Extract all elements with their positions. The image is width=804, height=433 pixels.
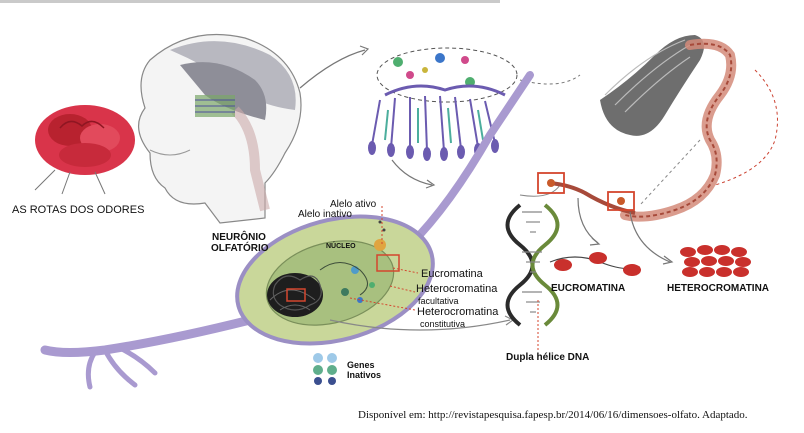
source-box [355, 406, 798, 428]
arrow-receptors-to-neuron [391, 159, 433, 186]
arrow-to-heterochromatin [629, 211, 671, 263]
facultative-word-label: facultativa [418, 296, 459, 306]
olfactory-neuron-label-line2: OLFATÓRIO [211, 243, 269, 254]
inactive-genes-label-line1: Genes [347, 360, 375, 370]
odor-routes-label: AS ROTAS DOS ODORES [12, 204, 145, 216]
inactive-genes-label-line2: Inativos [347, 370, 382, 380]
heterochromatin-beads [680, 245, 751, 277]
receptor-neurons-cluster [368, 47, 581, 161]
nucleus-label: NÚCLEO [326, 243, 356, 250]
heterochromatin-label: HETEROCROMATINA [667, 283, 770, 294]
constitutive-heterochromatin-label: Heterocromatina [417, 306, 499, 318]
source-credit: Disponível em: http://revistapesquisa.fa… [358, 409, 748, 421]
arrow-nucleus-to-dna [329, 319, 511, 331]
chromatin-fiber [537, 35, 778, 222]
inactive-genes-legend [313, 353, 337, 385]
euchromatin-small-label: Eucromatina [421, 268, 483, 280]
facultative-heterochromatin-label: Heterocromatina [416, 283, 498, 295]
olfactory-neuron-label-line1: NEURÔNIO [212, 232, 266, 243]
active-allele-label: Alelo ativo [330, 199, 377, 210]
inactive-allele-label: Alelo inativo [298, 209, 352, 220]
euchromatin-beads [549, 252, 641, 276]
arrow-head-to-receptors [299, 49, 366, 89]
arrow-to-helix [519, 184, 561, 197]
head-illustration [138, 33, 302, 224]
double-helix-label: Dupla hélice DNA [506, 352, 590, 363]
cropped-text-line [0, 0, 500, 3]
euchromatin-label: EUCROMATINA [551, 283, 626, 294]
arrow-to-euchromatin [577, 197, 599, 244]
olfactory-neuron [40, 71, 534, 390]
rose-illustration [34, 105, 135, 195]
constitutive-word-label: constitutiva [420, 319, 466, 329]
dna-double-helix [505, 203, 560, 350]
